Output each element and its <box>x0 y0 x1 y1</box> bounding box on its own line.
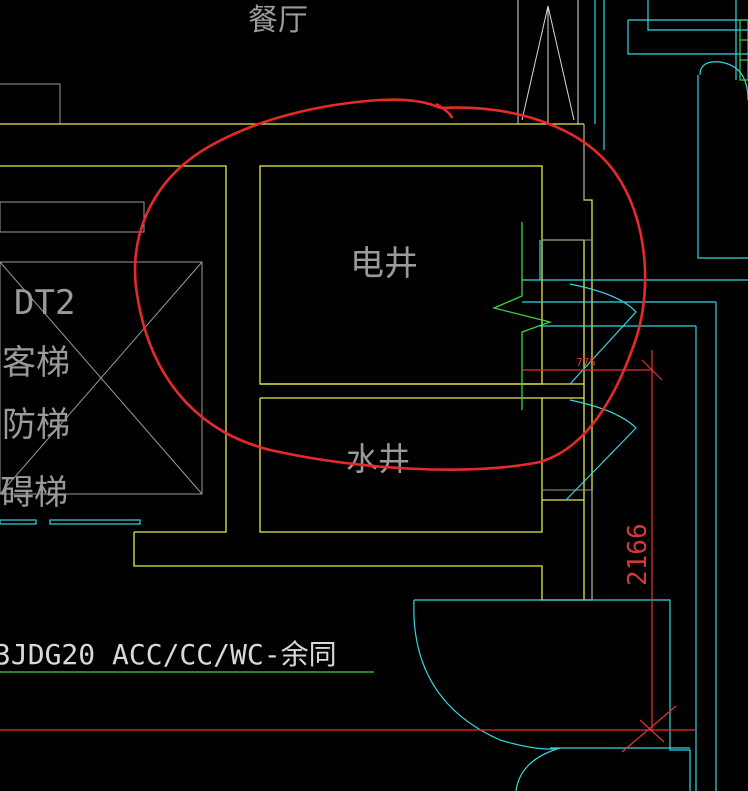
top-stair-lines <box>517 0 579 124</box>
top-right-door-frames <box>594 0 748 259</box>
right-cyan-lines <box>413 240 748 791</box>
red-markup-circle <box>133 98 647 471</box>
left-top-block <box>0 83 61 124</box>
elevator-door-marks <box>0 519 141 525</box>
elevator-cab <box>0 261 203 495</box>
accessible-elevator-label: 障碍梯 <box>0 473 68 513</box>
fire-elevator-label: 防梯 <box>2 405 70 445</box>
dimension-lines <box>0 350 696 753</box>
green-break-line <box>491 222 553 410</box>
passenger-elevator-label: 客梯 <box>2 343 70 383</box>
gray-internal-lines <box>0 124 593 600</box>
dimension-large-text: 2166 <box>623 523 653 586</box>
dimension-small-text: 775 <box>576 356 596 369</box>
elevator-code-label: DT2 <box>14 283 75 323</box>
yellow-walls <box>0 123 593 601</box>
top-right-green-marks <box>739 19 748 81</box>
dining-room-label: 餐厅 <box>248 3 308 38</box>
electric-shaft-label: 电井 <box>350 244 418 284</box>
cable-note-label: 3JDG20 ACC/CC/WC-余同 <box>0 638 337 671</box>
water-shaft-label: 水井 <box>346 440 410 478</box>
